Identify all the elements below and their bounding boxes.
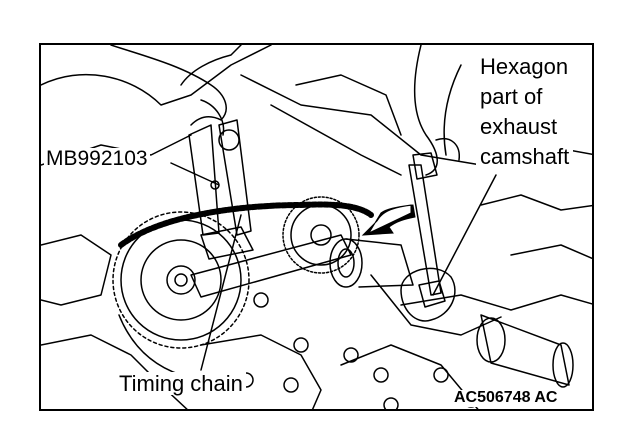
bolt-heads — [238, 292, 479, 409]
exhaust-sprocket — [282, 196, 360, 274]
hexagon-label-line: exhaust — [480, 114, 558, 139]
hexagon-part-label: Hexagon part of exhaust camshaft — [476, 52, 574, 172]
timing-chain-label: Timing chain — [116, 372, 246, 395]
exhaust-camshaft — [190, 234, 414, 298]
leader-hexagon — [432, 174, 497, 296]
timing-chain — [118, 201, 374, 376]
rear-shaft — [476, 314, 574, 388]
lower-hand — [413, 45, 462, 176]
hexagon-label-line: part of — [480, 84, 543, 109]
hexagon-label-line: Hexagon — [480, 54, 569, 79]
hexagon-label-line: camshaft — [480, 144, 570, 169]
leader-tool — [170, 162, 220, 186]
special-tool-mb992103 — [188, 119, 254, 260]
figure-code: AC506748 AC — [452, 389, 560, 407]
engine-illustration — [41, 45, 592, 409]
upper-hand — [110, 45, 242, 136]
rotation-arrow-icon — [361, 204, 416, 236]
tool-label: MB992103 — [44, 147, 150, 171]
camshaft-sprocket — [112, 211, 250, 349]
leader-chain — [200, 214, 242, 371]
